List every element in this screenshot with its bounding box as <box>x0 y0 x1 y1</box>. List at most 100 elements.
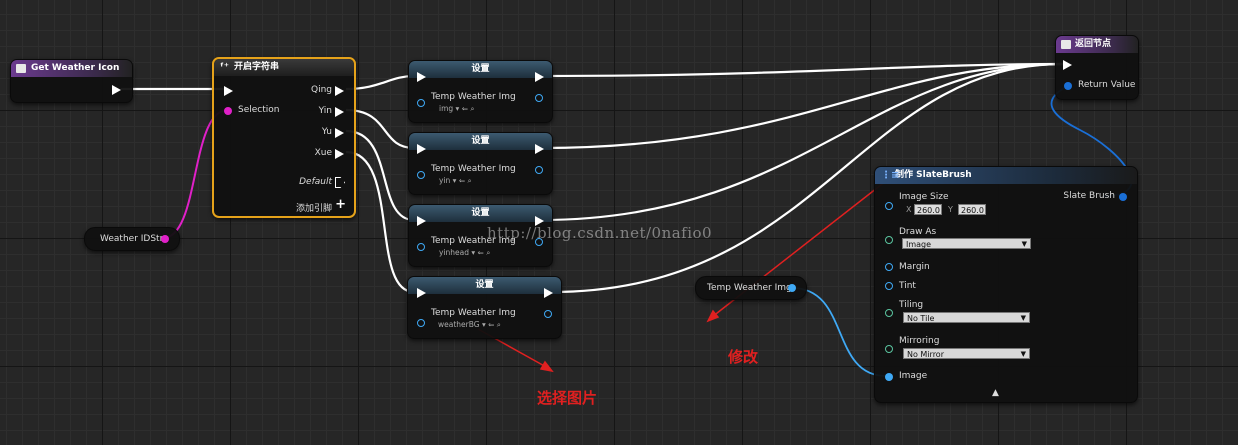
output-qing-pin[interactable] <box>335 86 344 96</box>
default-pin[interactable] <box>335 177 345 188</box>
x-label: X <box>906 205 912 214</box>
exec-out-pin[interactable] <box>535 72 544 82</box>
var-label: Temp Weather Img <box>431 308 516 318</box>
selection-pin[interactable] <box>224 107 232 115</box>
add-pin-label[interactable]: 添加引脚 <box>295 204 332 214</box>
exec-in-pin[interactable] <box>224 86 233 96</box>
exec-in-pin[interactable] <box>1063 60 1072 70</box>
image-wire <box>791 287 887 377</box>
node-header: 设置 <box>409 133 552 150</box>
var-label: Temp Weather Img <box>431 236 516 246</box>
node-header: ⋮≡ 制作 SlateBrush <box>875 167 1137 184</box>
mirroring-label: Mirroring <box>899 336 940 346</box>
output-qing-label: Qing <box>310 85 332 95</box>
image-out-pin[interactable] <box>788 284 796 292</box>
annotation-modify: 修改 <box>728 348 759 366</box>
tiling-pin[interactable] <box>885 309 893 317</box>
default-label: Default <box>299 177 332 187</box>
draw-as-pin[interactable] <box>885 236 893 244</box>
var-label: Temp Weather Img <box>431 92 516 102</box>
collapse-arrow-icon[interactable]: ▲ <box>992 388 999 398</box>
image-pin[interactable] <box>885 373 893 381</box>
exec-out-pin[interactable] <box>544 288 553 298</box>
var-out-pin[interactable] <box>535 166 543 174</box>
make-struct-icon: ⋮≡ <box>881 170 900 181</box>
margin-label: Margin <box>899 262 930 272</box>
exec-in-pin[interactable] <box>417 216 426 226</box>
output-yu-pin[interactable] <box>335 128 344 138</box>
var-in-pin[interactable] <box>417 243 425 251</box>
var-in-pin[interactable] <box>417 171 425 179</box>
image-size-y-input[interactable]: 260.0 <box>958 204 986 215</box>
var-label: Temp Weather Img <box>431 164 516 174</box>
weather-idstr-getter[interactable]: Weather IDStr <box>84 227 180 251</box>
exec-out-pin[interactable] <box>112 85 121 95</box>
output-yin-pin[interactable] <box>335 107 344 117</box>
set-node-3[interactable]: 设置 Temp Weather Img yinhead ▾ ⇐ ⌕ <box>408 204 553 267</box>
draw-as-label: Draw As <box>899 227 937 237</box>
get-weather-icon-node[interactable]: Get Weather Icon <box>10 59 133 103</box>
asset-select[interactable]: weatherBG ▾ ⇐ ⌕ <box>438 320 501 329</box>
return-icon <box>1061 40 1071 49</box>
node-header: 设置 <box>408 277 561 294</box>
image-label: Image <box>899 371 928 381</box>
annotation-select-image: 选择图片 <box>537 389 598 407</box>
watermark-text: http://blog.csdn.net/0nafio0 <box>487 224 713 242</box>
node-title: 设置 <box>471 136 490 146</box>
slate-brush-label: Slate Brush <box>1063 191 1115 201</box>
selection-label: Selection <box>238 105 280 115</box>
node-title: 设置 <box>475 280 494 290</box>
switch-icon: ᶠ⁺ <box>220 62 230 73</box>
output-xue-pin[interactable] <box>335 149 344 159</box>
tint-label: Tint <box>899 281 916 291</box>
mirroring-pin[interactable] <box>885 345 893 353</box>
var-out-pin[interactable] <box>535 94 543 102</box>
image-size-x-input[interactable]: 260.0 <box>914 204 942 215</box>
asset-select[interactable]: img ▾ ⇐ ⌕ <box>439 104 475 113</box>
node-title: 设置 <box>471 64 490 74</box>
exec-in-pin[interactable] <box>417 144 426 154</box>
chevron-down-icon: ▼ <box>1020 314 1026 322</box>
getter-label: Weather IDStr <box>100 234 164 244</box>
mirroring-dropdown[interactable]: No Mirror▼ <box>903 348 1030 359</box>
return-value-label: Return Value <box>1078 80 1136 90</box>
output-yu-label: Yu <box>321 127 332 137</box>
tiling-dropdown[interactable]: No Tile▼ <box>903 312 1030 323</box>
temp-weather-img-getter[interactable]: Temp Weather Img <box>695 276 807 300</box>
slate-brush-out-pin[interactable] <box>1119 193 1127 201</box>
asset-select[interactable]: yinhead ▾ ⇐ ⌕ <box>439 248 491 257</box>
node-header: 返回节点 <box>1056 36 1138 53</box>
node-title: 设置 <box>471 208 490 218</box>
var-in-pin[interactable] <box>417 99 425 107</box>
node-header: 设置 <box>409 61 552 78</box>
node-title: 返回节点 <box>1075 39 1112 49</box>
string-out-pin[interactable] <box>161 235 169 243</box>
set-node-2[interactable]: 设置 Temp Weather Img yin ▾ ⇐ ⌕ <box>408 132 553 195</box>
node-title: Get Weather Icon <box>31 63 120 73</box>
exec-in-pin[interactable] <box>417 72 426 82</box>
output-yin-label: Yin <box>318 106 332 116</box>
tint-pin[interactable] <box>885 282 893 290</box>
exec-in-pin[interactable] <box>417 288 426 298</box>
switch-on-string-node[interactable]: ᶠ⁺ 开启字符串 Selection Qing Yin Yu Xue Defau… <box>212 57 356 218</box>
set-node-4[interactable]: 设置 Temp Weather Img weatherBG ▾ ⇐ ⌕ <box>407 276 562 339</box>
exec-out-pin[interactable] <box>535 144 544 154</box>
exec-out-pin[interactable] <box>535 216 544 226</box>
node-header: Get Weather Icon <box>11 60 132 77</box>
var-in-pin[interactable] <box>417 319 425 327</box>
add-pin-icon[interactable]: + <box>335 197 346 212</box>
make-slatebrush-node[interactable]: ⋮≡ 制作 SlateBrush Image Size X 260.0 Y 26… <box>874 166 1138 403</box>
margin-pin[interactable] <box>885 263 893 271</box>
return-value-pin[interactable] <box>1064 82 1072 90</box>
node-header: 设置 <box>409 205 552 222</box>
draw-as-dropdown[interactable]: Image▼ <box>902 238 1031 249</box>
node-title: 开启字符串 <box>234 62 280 72</box>
function-icon <box>16 64 26 73</box>
var-out-pin[interactable] <box>535 238 543 246</box>
asset-select[interactable]: yin ▾ ⇐ ⌕ <box>439 176 472 185</box>
set-node-1[interactable]: 设置 Temp Weather Img img ▾ ⇐ ⌕ <box>408 60 553 123</box>
var-out-pin[interactable] <box>544 310 552 318</box>
image-size-pin[interactable] <box>885 202 893 210</box>
return-node[interactable]: 返回节点 Return Value <box>1055 35 1139 100</box>
node-title: 制作 SlateBrush <box>895 170 972 180</box>
